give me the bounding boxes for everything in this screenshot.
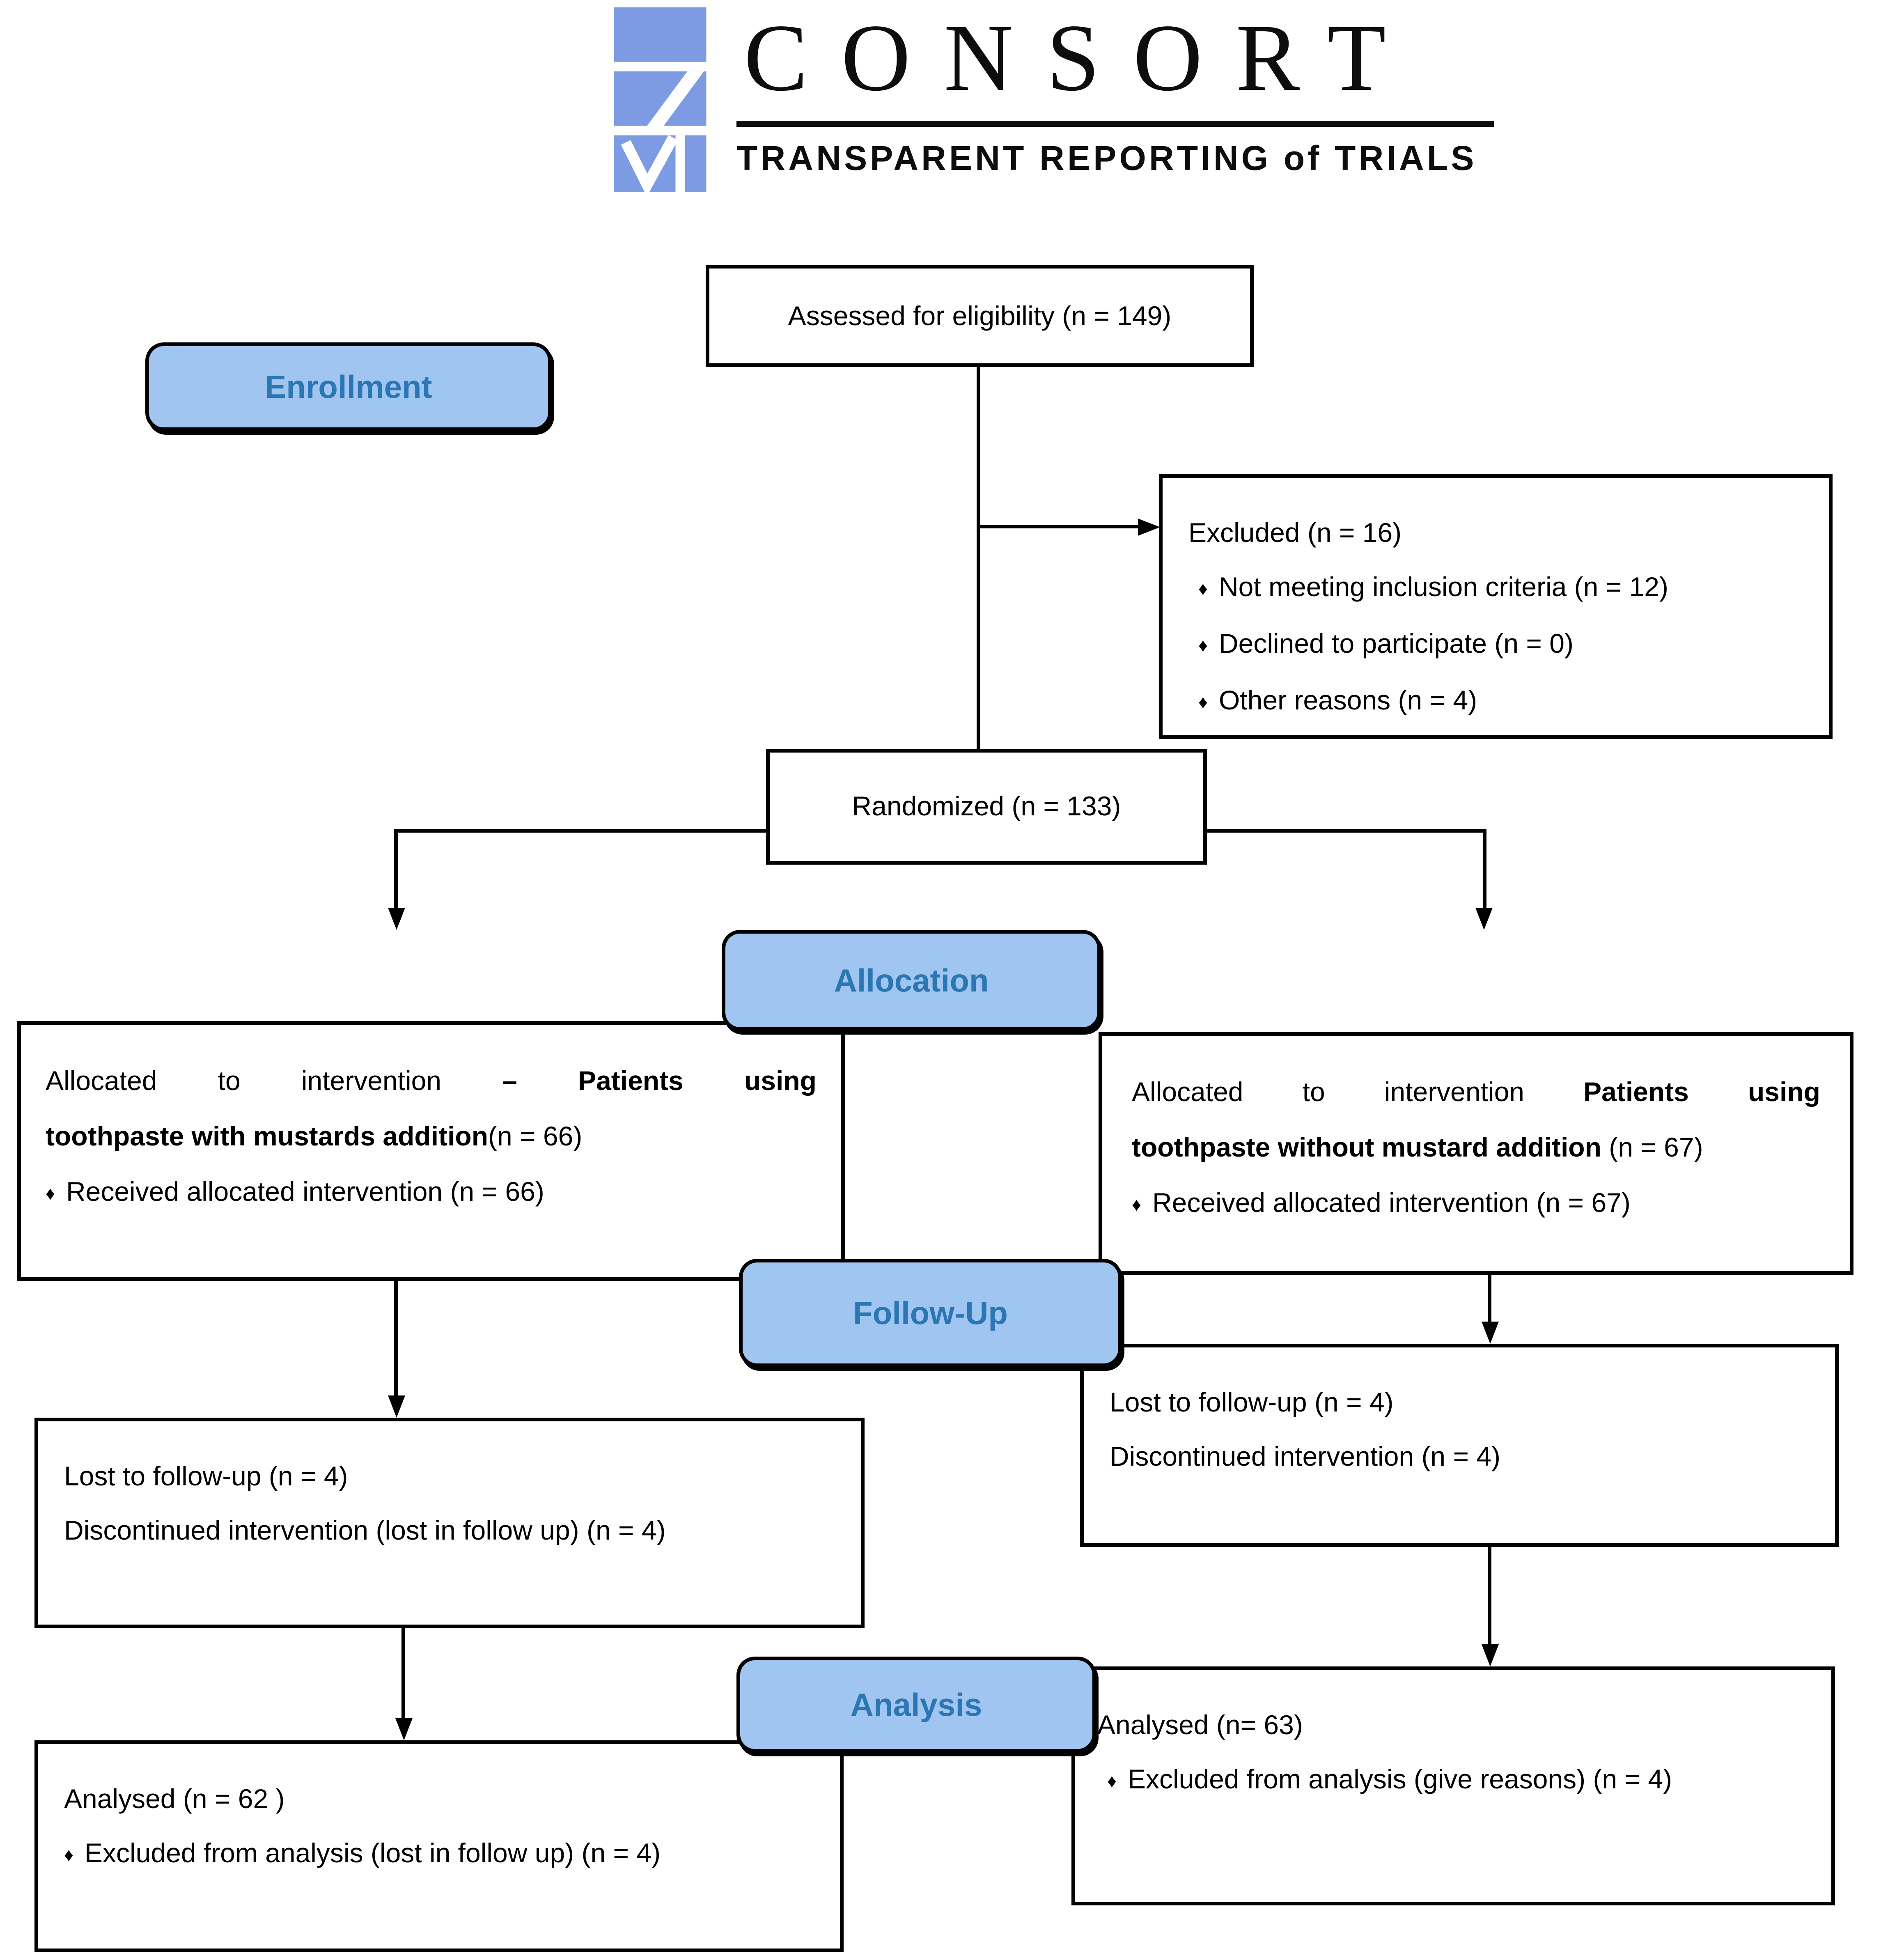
followup-left-box: Lost to follow-up (n = 4) Discontinued i… — [34, 1418, 865, 1628]
stage-label-followup: Follow-Up — [739, 1259, 1122, 1367]
followup-right-box: Lost to follow-up (n = 4) Discontinued i… — [1080, 1344, 1839, 1547]
line1-bold: – Patients using — [502, 1065, 817, 1096]
connector-randomized-left-v — [394, 829, 398, 910]
arrowhead-alloc-left-icon — [388, 908, 405, 930]
diamond-bullet-icon: ♦ — [1198, 579, 1208, 600]
line2-bold: toothpaste without mustard addition — [1132, 1132, 1601, 1163]
logo-subtitle: TRANSPARENT REPORTING of TRIALS — [736, 139, 1477, 177]
bullet-line: ♦ Not meeting inclusion criteria (n = 12) — [1198, 560, 1807, 617]
line2-bold: toothpaste with mustards addition — [46, 1121, 489, 1152]
allocated-left-line2: toothpaste with mustards addition(n = 66… — [46, 1109, 817, 1164]
connector-fuleft-to-anleft — [401, 1628, 405, 1719]
bullet-text: Excluded from analysis (lost in follow u… — [84, 1838, 661, 1868]
followup-left-line2: Discontinued intervention (lost in follo… — [64, 1515, 666, 1546]
analysis-right-box: Analysed (n= 63) ♦ Excluded from analysis… — [1071, 1666, 1835, 1905]
stage-label-analysis: Analysis — [736, 1657, 1096, 1753]
randomized-box: Randomized (n = 133) — [766, 749, 1207, 865]
bullet-text: Declined to participate (n = 0) — [1218, 628, 1574, 659]
bullet-line: ♦ Excluded from analysis (give reasons) (… — [1107, 1753, 1809, 1809]
connector-randomized-left-h — [394, 829, 766, 833]
allocated-right-line1: Allocated to intervention Patients using — [1132, 1064, 1820, 1120]
stage-label-allocation: Allocation — [722, 930, 1101, 1031]
line2-regular: (n = 66) — [488, 1121, 583, 1152]
connector-assessed-to-randomized — [977, 367, 980, 749]
randomized-text: Randomized (n = 133) — [852, 791, 1121, 822]
stage-label-enrollment: Enrollment — [145, 342, 552, 431]
line1-regular: Allocated to intervention — [46, 1065, 502, 1096]
bullet-text: Received allocated intervention (n = 66) — [66, 1176, 544, 1207]
analysis-left-line1: Analysed (n = 62 ) — [64, 1783, 285, 1814]
excluded-box: Excluded (n = 16) ♦ Not meeting inclusion… — [1159, 474, 1833, 739]
diamond-bullet-icon: ♦ — [1198, 636, 1208, 656]
bullet-line: ♦ Declined to participate (n = 0) — [1198, 617, 1807, 674]
followup-right-line2: Discontinued intervention (n = 4) — [1110, 1441, 1501, 1472]
bullet-line: ♦ Other reasons (n = 4) — [1198, 674, 1807, 730]
line2-regular: (n = 67) — [1601, 1132, 1703, 1163]
stage-label-text: Enrollment — [265, 367, 432, 405]
bullet-text: Not meeting inclusion criteria (n = 12) — [1218, 571, 1668, 602]
arrowhead-fu-left-icon — [388, 1395, 405, 1418]
arrowhead-an-left-icon — [395, 1718, 413, 1740]
diamond-bullet-icon: ♦ — [1198, 692, 1208, 713]
connector-furight-to-anright — [1488, 1547, 1491, 1646]
consort-wordmark: CONSORT — [744, 4, 1420, 111]
diamond-bullet-icon: ♦ — [1132, 1195, 1141, 1216]
stage-label-text: Allocation — [834, 961, 989, 998]
diamond-bullet-icon: ♦ — [1107, 1771, 1117, 1792]
arrowhead-fu-right-icon — [1482, 1322, 1499, 1344]
followup-left-line1: Lost to follow-up (n = 4) — [64, 1461, 348, 1492]
bullet-text: Other reasons (n = 4) — [1218, 685, 1477, 716]
stage-label-text: Follow-Up — [853, 1294, 1008, 1331]
analysis-right-line1: Analysed (n= 63) — [1097, 1710, 1303, 1740]
diamond-bullet-icon: ♦ — [46, 1184, 55, 1205]
bullet-line: ♦ Excluded from analysis (lost in follow … — [64, 1827, 818, 1883]
allocated-right-line2: toothpaste without mustard addition (n =… — [1132, 1120, 1820, 1175]
bullet-text: Excluded from analysis (give reasons) (n… — [1127, 1764, 1672, 1795]
stage-label-text: Analysis — [850, 1685, 982, 1723]
bullet-text: Received allocated intervention (n = 67) — [1152, 1187, 1631, 1218]
arrowhead-excluded-icon — [1138, 519, 1160, 536]
arrowhead-alloc-right-icon — [1475, 908, 1493, 930]
logo-divider — [736, 121, 1494, 127]
allocated-left-box: Allocated to intervention – Patients usi… — [17, 1021, 845, 1281]
excluded-title: Excluded (n = 16) — [1188, 517, 1402, 548]
assessed-box: Assessed for eligibility (n = 149) — [706, 265, 1254, 367]
connector-randomized-right-v — [1483, 829, 1486, 910]
diamond-bullet-icon: ♦ — [64, 1845, 73, 1866]
arrowhead-an-right-icon — [1482, 1644, 1499, 1666]
line1-bold: Patients using — [1583, 1076, 1820, 1107]
connector-randomized-right-h — [1207, 829, 1486, 833]
bullet-line: ♦ Received allocated intervention (n = 66… — [46, 1164, 817, 1222]
connector-to-excluded — [979, 525, 1140, 528]
assessed-text: Assessed for eligibility (n = 149) — [788, 300, 1172, 331]
allocated-left-line1: Allocated to intervention – Patients usi… — [46, 1053, 817, 1109]
followup-right-line1: Lost to follow-up (n = 4) — [1110, 1387, 1394, 1418]
line1-regular: Allocated to intervention — [1132, 1076, 1584, 1107]
connector-allocright-to-furight — [1488, 1275, 1491, 1323]
consort-logo-icon — [614, 7, 707, 192]
allocated-right-box: Allocated to intervention Patients using… — [1099, 1032, 1853, 1275]
bullet-line: ♦ Received allocated intervention (n = 67… — [1132, 1175, 1820, 1233]
connector-allocleft-to-fuleft — [394, 1281, 398, 1397]
analysis-left-box: Analysed (n = 62 ) ♦ Excluded from analys… — [34, 1740, 844, 1952]
